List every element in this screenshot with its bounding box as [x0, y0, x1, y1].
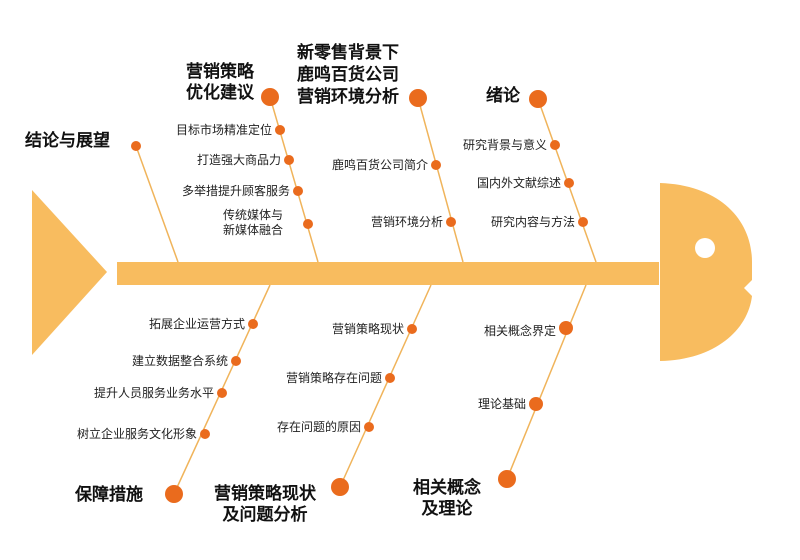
subnode-optimize-1	[275, 125, 285, 135]
subnode-intro-1	[550, 140, 560, 150]
node-conclusion	[131, 141, 141, 151]
guarantee-item-3: 提升人员服务业务水平	[93, 386, 214, 400]
fish-eye	[695, 238, 715, 258]
node-optimize	[261, 88, 279, 106]
fish-spine	[117, 262, 659, 285]
subnode-optimize-4	[303, 219, 313, 229]
subnode-intro-2	[564, 178, 574, 188]
branch-title-conclusion: 结论与展望	[25, 131, 110, 151]
guarantee-item-2: 建立数据整合系统	[131, 354, 228, 368]
branch-title-optimize: 营销策略 优化建议	[186, 62, 254, 104]
status-item-1: 营销策略现状	[331, 322, 404, 336]
subnode-environment-2	[446, 217, 456, 227]
node-guarantee	[165, 485, 183, 503]
theory-item-1: 相关概念界定	[483, 324, 556, 338]
status-item-2: 营销策略存在问题	[285, 371, 382, 385]
bone-line-conclusion	[135, 145, 179, 263]
environment-item-2: 营销环境分析	[370, 215, 443, 229]
bone-line-optimize	[269, 96, 319, 263]
node-theory	[498, 470, 516, 488]
subnode-guarantee-4	[200, 429, 210, 439]
subnode-status-2	[385, 373, 395, 383]
subnode-theory-1	[559, 321, 573, 335]
bone-line-theory	[506, 284, 587, 480]
optimize-item-2: 打造强大商品力	[196, 153, 281, 167]
subnode-guarantee-1	[248, 319, 258, 329]
branch-title-status: 营销策略现状 及问题分析	[214, 484, 316, 526]
status-item-3: 存在问题的原因	[276, 420, 361, 434]
intro-item-3: 研究内容与方法	[490, 215, 575, 229]
subnode-optimize-2	[284, 155, 294, 165]
environment-item-1: 鹿鸣百货公司简介	[331, 158, 428, 172]
subnode-intro-3	[578, 217, 588, 227]
branch-title-intro: 绪论	[486, 86, 520, 106]
subnode-status-3	[364, 422, 374, 432]
subnode-environment-1	[431, 160, 441, 170]
theory-item-2: 理论基础	[477, 397, 526, 411]
optimize-item-3: 多举措提升顾客服务	[181, 184, 290, 198]
fish-tail	[32, 190, 107, 355]
node-status	[331, 478, 349, 496]
intro-item-1: 研究背景与意义	[462, 138, 547, 152]
branch-title-theory: 相关概念 及理论	[413, 478, 481, 520]
subnode-optimize-3	[293, 186, 303, 196]
subnode-status-1	[407, 324, 417, 334]
intro-item-2: 国内外文献综述	[476, 176, 561, 190]
subnode-theory-2	[529, 397, 543, 411]
branch-title-guarantee: 保障措施	[75, 485, 143, 505]
guarantee-item-4: 树立企业服务文化形象	[76, 427, 197, 441]
node-intro	[529, 90, 547, 108]
subnode-guarantee-2	[231, 356, 241, 366]
fish-head	[660, 183, 752, 361]
bone-line-environment	[417, 97, 464, 263]
guarantee-item-1: 拓展企业运营方式	[148, 317, 245, 331]
branch-title-environment: 新零售背景下 鹿鸣百货公司 营销环境分析	[297, 43, 399, 107]
bone-line-status	[339, 284, 432, 488]
optimize-item-4: 传统媒体与 新媒体融合	[222, 208, 283, 237]
optimize-item-1: 目标市场精准定位	[175, 123, 272, 137]
subnode-guarantee-3	[217, 388, 227, 398]
node-environment	[409, 89, 427, 107]
